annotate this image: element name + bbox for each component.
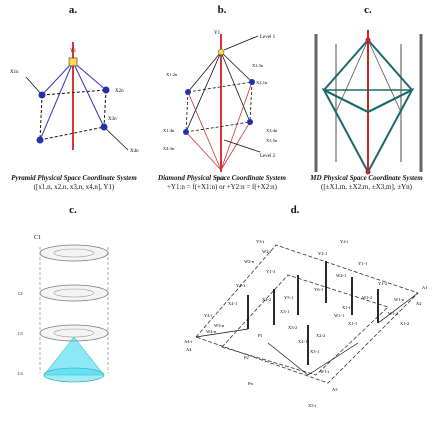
- label-x43n: X4:3n: [163, 146, 175, 151]
- node-label: W3-n: [214, 323, 225, 328]
- node-label: A1: [422, 285, 428, 290]
- node-label: A2: [416, 301, 422, 306]
- label-x23n: X2:3n: [252, 63, 264, 68]
- node-label: Pn: [248, 381, 254, 386]
- panel-a-caption-formula: ([x1,n, x2,n, x3,n, x4,n], Y1): [34, 183, 115, 191]
- node-label: X1-1: [348, 321, 357, 326]
- panel-a: a. Y1 X2n X1n X3n X4n Pyramid Physical S…: [0, 0, 148, 200]
- label-x12n: X1:2n: [166, 72, 178, 77]
- panel-d: d. Y3-i Y2-i W2-i W2-n Y1-3 Y2-1 Y1-1 Y1…: [148, 200, 441, 422]
- label-x3n: X3n: [108, 117, 117, 122]
- node-label: Y3-i: [256, 239, 265, 244]
- label-x34n: X3:4n: [266, 128, 278, 133]
- node-label: W4-n: [206, 329, 217, 334]
- node-label: W2-2: [362, 295, 372, 300]
- node-label: A4: [186, 347, 192, 352]
- panel-b-label: b.: [212, 4, 232, 16]
- panel-a-label: a.: [63, 4, 83, 16]
- node-label: A3: [332, 387, 338, 392]
- label-c1: C1: [34, 235, 41, 241]
- panel-c-bottom-label: c.: [63, 204, 83, 216]
- panel-c-top-caption: MD Physical Space Coordinate System ([±X…: [292, 174, 441, 192]
- node-label: W2-n: [244, 259, 255, 264]
- diamond-diagram: Y1 Level 1 X2:3n X1:2n X1:4n X4:3n X3:4n…: [148, 22, 296, 192]
- node-label: X2-2: [316, 333, 325, 338]
- node-label: W2-i: [262, 249, 272, 254]
- node-label: X1-i: [342, 305, 351, 310]
- node-label: W1-i: [320, 369, 330, 374]
- panel-c-top-caption-title: MD Physical Space Coordinate System: [310, 174, 422, 182]
- label-x1n: X1n: [10, 70, 19, 75]
- node-label: P2: [244, 355, 249, 360]
- node-label: Y2-1: [318, 251, 327, 256]
- panel-b: b. Y1 Level 1 X2:3n X1:2n X1:4n X4:3n X3…: [148, 0, 296, 200]
- label-y1: Y1: [70, 49, 77, 54]
- node-label: P1: [258, 333, 263, 338]
- node-label: A4-i: [184, 339, 193, 344]
- node-label: Y1-3: [266, 269, 276, 274]
- panel-a-caption: Pyramid Physical Space Coordinate System…: [0, 174, 148, 192]
- md-diagram: [296, 22, 441, 192]
- multi-diamond-diagram: Y3-i Y2-i W2-i W2-n Y1-3 Y2-1 Y1-1 Y1-2 …: [148, 225, 441, 420]
- node-label: Y1-2: [378, 281, 387, 286]
- node-label: W1-n: [394, 297, 405, 302]
- label-y1: Y1: [214, 31, 221, 36]
- node-label: X5-1: [310, 349, 319, 354]
- panel-b-caption-formula: +Y1:n = f(+X1:n) or +Y2:n = f(+X2:n): [167, 183, 277, 191]
- label-level1: Level 1: [260, 35, 276, 40]
- node-label: X4-2: [262, 297, 271, 302]
- node-label: X3-1: [280, 309, 289, 314]
- node-label: Y1-1: [358, 261, 367, 266]
- panel-b-caption-title: Diamond Physical Space Coordinate System: [158, 174, 286, 182]
- node-label: Y5-1: [284, 295, 293, 300]
- node-label: X2-1: [298, 339, 307, 344]
- node-label: W1-1: [334, 313, 344, 318]
- panel-b-caption: Diamond Physical Space Coordinate System…: [148, 174, 296, 192]
- label-c4: C4: [18, 371, 23, 376]
- label-x35n: X3:5n: [266, 138, 278, 143]
- label-level2: Level 2: [260, 154, 276, 159]
- panel-c-top-caption-formula: ([±X1,m, ±X2,m, ±X3,m], ±Yn): [321, 183, 412, 191]
- panel-d-label: d.: [285, 204, 305, 216]
- label-x2n: X2n: [115, 89, 124, 94]
- label-c2: C2: [18, 291, 23, 296]
- node-label: Y4-i: [204, 313, 213, 318]
- label-x21n: X2:1n: [256, 80, 268, 85]
- label-x4n: X4n: [130, 149, 139, 154]
- node-label: Y4-1: [236, 283, 245, 288]
- node-label: Y6-1: [314, 287, 323, 292]
- node-label: Y2-i: [340, 239, 349, 244]
- node-label: X3-2: [288, 325, 297, 330]
- panel-c-top-label: c.: [358, 4, 378, 16]
- panel-c-top: c. MD Physical Space Coordinate System (…: [296, 0, 441, 200]
- cylinder-diagram: C1 C2 C3 C4: [0, 225, 148, 420]
- node-label: X5-i: [308, 403, 317, 408]
- label-x14n: X1:4n: [163, 128, 175, 133]
- node-label: W2-1: [336, 273, 346, 278]
- node-label: X1-2: [400, 321, 409, 326]
- label-c3: C3: [18, 331, 23, 336]
- panel-c-bottom: c. C1 C2 C3 C4: [0, 200, 148, 422]
- pyramid-diagram: Y1 X2n X1n X3n X4n: [0, 22, 148, 192]
- node-label: X4-1: [228, 301, 237, 306]
- node-label: W1-2: [388, 311, 398, 316]
- panel-a-caption-title: Pyramid Physical Space Coordinate System: [11, 174, 137, 182]
